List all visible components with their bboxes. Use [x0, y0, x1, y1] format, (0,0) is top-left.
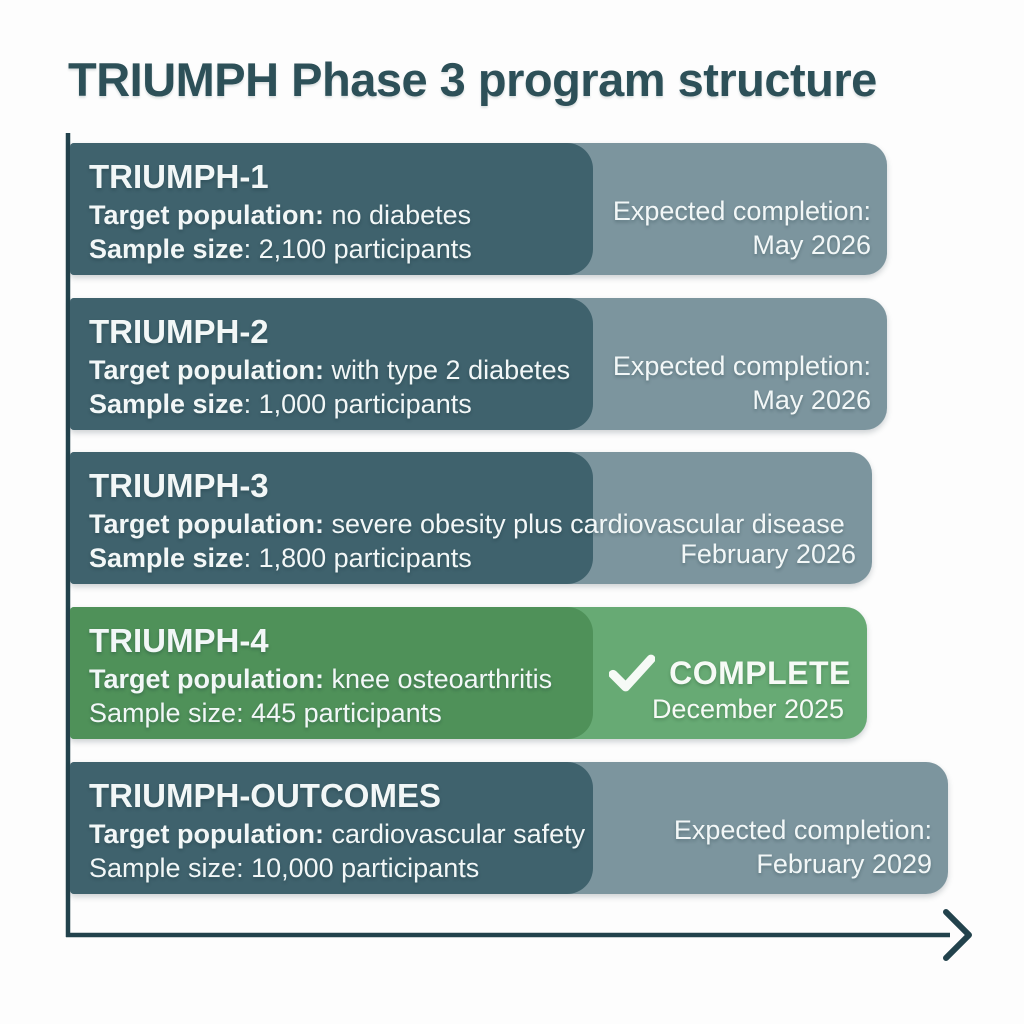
status-line-1: Expected completion: [612, 351, 871, 381]
trial-name: TRIUMPH-OUTCOMES [89, 777, 441, 814]
trial-name: TRIUMPH-1 [89, 158, 269, 195]
trial-status: Expected completion: February 2029 [674, 813, 948, 881]
trial-bar-dark-segment [70, 607, 593, 739]
trial-status-complete: COMPLETE December 2025 [593, 654, 867, 726]
trial-bar-triumph-outcomes: TRIUMPH-OUTCOMES Target population: card… [70, 762, 948, 894]
x-axis-arrow-icon [943, 909, 972, 961]
status-line-1: Expected completion: [673, 815, 932, 845]
trial-target-population: Target population: no diabetes [89, 200, 472, 230]
trial-sample-size: Sample size: 1,800 participants [89, 543, 472, 573]
trial-info: TRIUMPH-2 Target population: with type 2… [70, 298, 570, 421]
trial-bar-triumph-1: TRIUMPH-1 Target population: no diabetes… [70, 143, 887, 275]
status-line-2: May 2026 [752, 385, 871, 415]
trial-info: TRIUMPH-3 Target population: severe obes… [70, 452, 845, 575]
status-line-1: Expected completion: [612, 196, 871, 226]
trial-target-population: Target population: with type 2 diabetes [89, 355, 571, 385]
trial-info: TRIUMPH-1 Target population: no diabetes… [70, 143, 472, 266]
trial-bar-triumph-4: TRIUMPH-4 Target population: knee osteoa… [70, 607, 867, 739]
complete-row: COMPLETE [609, 654, 851, 692]
status-line-2: February 2026 [680, 539, 856, 569]
trial-bar-dark-segment [70, 143, 593, 275]
trial-status: February 2026 [680, 537, 872, 571]
trial-bar-dark-segment [70, 298, 593, 430]
trial-sample-size: Sample size: 2,100 participants [89, 234, 472, 264]
trial-status: Expected completion: May 2026 [613, 349, 887, 417]
trial-target-population: Target population: cardiovascular safety [89, 819, 586, 849]
status-line-2: December 2025 [651, 694, 845, 724]
status-line-2: February 2029 [756, 849, 932, 879]
trial-target-population: Target population: severe obesity plus c… [89, 509, 845, 539]
page-title: TRIUMPH Phase 3 program structure [68, 53, 877, 106]
trial-target-population: Target population: knee osteoarthritis [89, 664, 553, 694]
trial-name: TRIUMPH-3 [89, 467, 269, 504]
trial-name: TRIUMPH-4 [89, 622, 269, 659]
trial-sample-size: Sample size: 10,000 participants [89, 853, 480, 883]
trial-bar-dark-segment [70, 452, 593, 584]
complete-label: COMPLETE [669, 655, 851, 691]
trial-bar-dark-segment [70, 762, 593, 894]
trial-status: Expected completion: May 2026 [613, 194, 887, 262]
trial-info: TRIUMPH-4 Target population: knee osteoa… [70, 607, 552, 730]
trial-bar-triumph-3: TRIUMPH-3 Target population: severe obes… [70, 452, 872, 584]
trial-sample-size: Sample size: 1,000 participants [89, 389, 472, 419]
trial-bar-triumph-2: TRIUMPH-2 Target population: with type 2… [70, 298, 887, 430]
trial-name: TRIUMPH-2 [89, 313, 269, 350]
trial-sample-size: Sample size: 445 participants [89, 698, 442, 728]
trial-info: TRIUMPH-OUTCOMES Target population: card… [70, 762, 585, 885]
status-line-2: May 2026 [752, 230, 871, 260]
checkmark-icon [609, 654, 656, 692]
